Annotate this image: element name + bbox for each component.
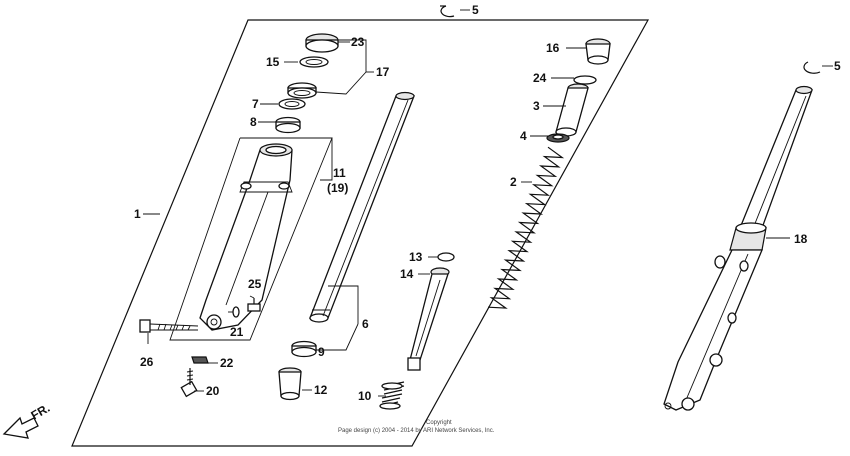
rebound-spring-part: [379, 381, 405, 410]
callout-21: 21: [230, 325, 244, 339]
callout-20: 20: [206, 384, 220, 398]
copyright-line-2: Page design (c) 2004 - 2014 by ARI Netwo…: [338, 428, 495, 434]
callout-22: 22: [220, 356, 234, 370]
callout-1: 1: [134, 207, 141, 221]
fork-assembly-part: [663, 85, 813, 411]
callout-24: 24: [533, 71, 547, 85]
callout-2: 2: [510, 175, 517, 189]
callout-15: 15: [266, 55, 280, 69]
callout-7: 7: [252, 97, 259, 111]
callout-6: 6: [362, 317, 369, 331]
callout-12: 12: [314, 383, 328, 397]
damper-rod-part: [407, 267, 450, 371]
callout-9: 9: [318, 345, 325, 359]
spring-seat-part: [546, 133, 570, 143]
fork-cap-bolt-part: [585, 38, 611, 65]
subassembly-frame: [169, 137, 333, 341]
callout-8: 8: [250, 115, 257, 129]
callout-18: 18: [794, 232, 808, 246]
copyright-line-1: Copyright: [426, 420, 452, 426]
callout-23: 23: [351, 35, 365, 49]
nut-part: [191, 356, 209, 364]
dust-seal-cap-part: [305, 33, 339, 53]
fork-slider-part: [199, 143, 293, 331]
drain-bolt-part: [180, 368, 198, 398]
washer-part: [278, 98, 306, 110]
ring-part: [299, 56, 329, 68]
circlip-part-right: [803, 61, 821, 74]
leader-lines: [143, 9, 833, 397]
pinch-bolt-part: [139, 319, 199, 333]
spacer-part: [555, 83, 589, 137]
bolt-part: [247, 298, 261, 312]
callout-16: 16: [546, 41, 560, 55]
callout-4: 4: [520, 129, 527, 143]
fork-spring-part: [487, 146, 565, 309]
small-washer-part: [232, 306, 240, 318]
oil-seal-part: [287, 82, 317, 99]
callout-3: 3: [533, 99, 540, 113]
callout-14: 14: [400, 267, 414, 281]
callout-25: 25: [248, 277, 262, 291]
assembly-frame: [71, 19, 650, 447]
guide-bushing-part: [291, 340, 317, 358]
callout-5: 5: [472, 3, 479, 17]
callout-10: 10: [358, 389, 372, 403]
o-ring-part: [573, 75, 597, 85]
circlip-part-left: [440, 5, 455, 18]
callout-11: 11: [333, 166, 346, 180]
callout-13: 13: [409, 250, 423, 264]
front-direction-arrow: FR.: [2, 401, 52, 439]
piston-ring-part: [437, 252, 455, 262]
callout-11-sub: (19): [327, 181, 348, 195]
callout-26: 26: [140, 355, 154, 369]
callout-5-right: 5: [834, 59, 841, 73]
fork-tube-part: [309, 91, 415, 323]
oil-lock-piece-part: [278, 367, 302, 401]
callout-17: 17: [376, 65, 390, 79]
bushing-part: [275, 116, 301, 134]
